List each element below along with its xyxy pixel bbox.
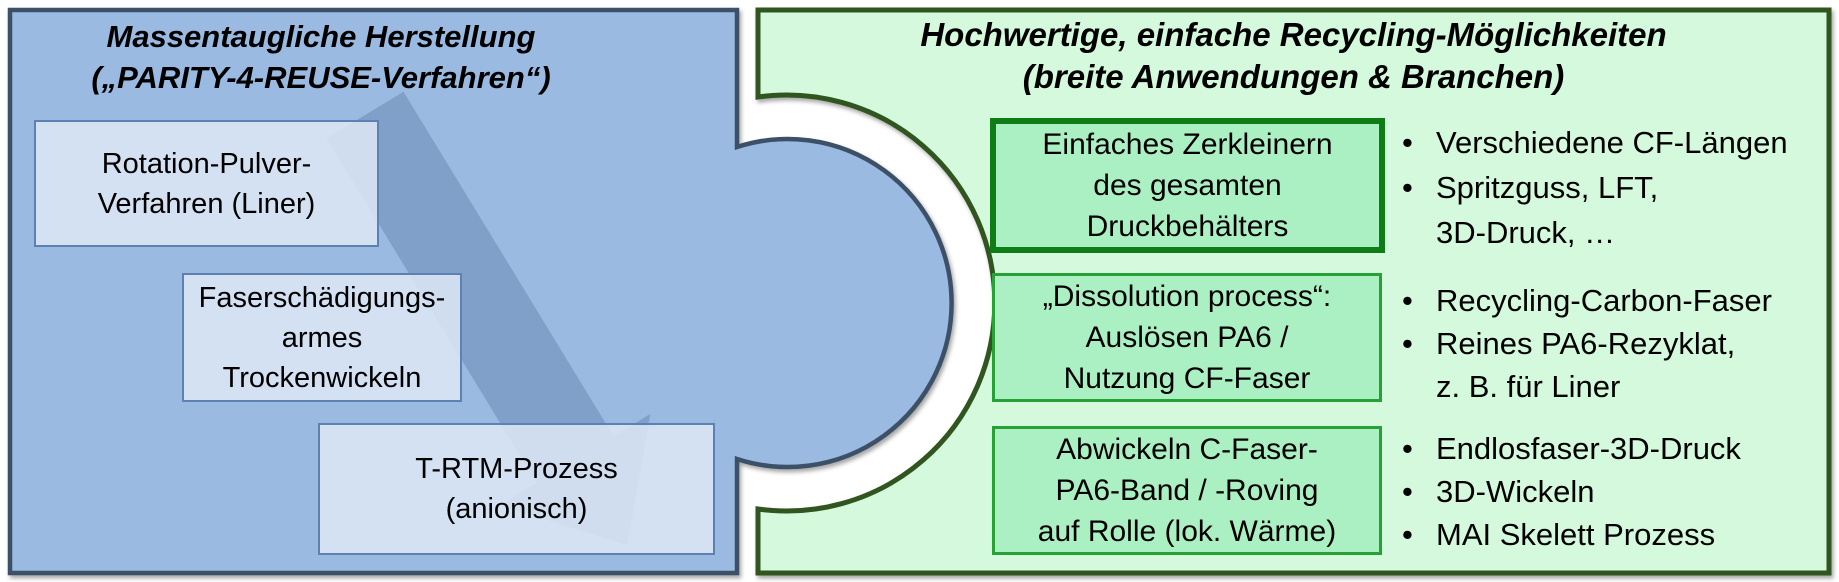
recycling-box-dissolution: „Dissolution process“: Auslösen PA6 / Nu… xyxy=(992,273,1382,402)
process-box-rotation-pulver: Rotation-Pulver- Verfahren (Liner) xyxy=(34,120,379,247)
bullet-line: • Reines PA6-Rezyklat, xyxy=(1402,322,1772,365)
process-box-line: Trockenwickeln xyxy=(222,361,422,394)
process-box-line: Verfahren (Liner) xyxy=(97,187,316,220)
process-box-line: T-RTM-Prozess xyxy=(415,453,618,485)
bullet-text: 3D-Druck, … xyxy=(1436,215,1616,250)
left-title-line1: Massentaugliche Herstellung xyxy=(106,19,536,54)
bullet-line: z. B. für Liner xyxy=(1402,365,1772,408)
bullet-text: Endlosfaser-3D-Druck xyxy=(1436,431,1741,466)
process-box-line: (anionisch) xyxy=(445,493,588,525)
recycling-box-line: des gesamten xyxy=(1093,169,1282,202)
recycling-box-line: Nutzung CF-Faser xyxy=(1063,362,1311,395)
bullet-text: Recycling-Carbon-Faser xyxy=(1436,283,1772,318)
bullet-line: • Spritzguss, LFT, xyxy=(1402,165,1788,210)
bullet-marker: • xyxy=(1402,517,1413,552)
bullet-line: • Verschiedene CF-Längen xyxy=(1402,120,1788,165)
bullet-list-abwickeln: • Endlosfaser-3D-Druck • 3D-Wickeln • MA… xyxy=(1402,427,1741,556)
bullet-text: 3D-Wickeln xyxy=(1436,474,1595,509)
bullet-text: z. B. für Liner xyxy=(1436,369,1621,404)
process-box-t-rtm: T-RTM-Prozess (anionisch) xyxy=(318,423,715,555)
bullet-list-dissolution: • Recycling-Carbon-Faser • Reines PA6-Re… xyxy=(1402,279,1772,408)
bullet-marker: • xyxy=(1402,431,1413,466)
bullet-marker xyxy=(1402,210,1436,255)
process-box-line: Rotation-Pulver- xyxy=(101,147,312,180)
recycling-box-line: Abwickeln C-Faser- xyxy=(1056,433,1318,466)
recycling-box-line: Auslösen PA6 / xyxy=(1085,321,1289,354)
recycling-box-line: „Dissolution process“: xyxy=(1042,280,1332,313)
bullet-text: MAI Skelett Prozess xyxy=(1436,517,1716,552)
process-box-line: Faserschädigungs- xyxy=(198,281,446,314)
recycling-box-line: Einfaches Zerkleinern xyxy=(1042,128,1333,161)
recycling-box-zerkleinern: Einfaches Zerkleinern des gesamten Druck… xyxy=(990,118,1385,253)
right-panel-title: Hochwertige, einfache Recycling-Möglichk… xyxy=(758,14,1829,98)
bullet-line: • Endlosfaser-3D-Druck xyxy=(1402,427,1741,470)
recycling-box-line: auf Rolle (lok. Wärme) xyxy=(1037,515,1337,548)
bullet-line: • MAI Skelett Prozess xyxy=(1402,513,1741,556)
bullet-line: 3D-Druck, … xyxy=(1402,210,1788,255)
bullet-text: Verschiedene CF-Längen xyxy=(1436,125,1788,160)
bullet-text: Spritzguss, LFT, xyxy=(1436,170,1659,205)
bullet-line: • Recycling-Carbon-Faser xyxy=(1402,279,1772,322)
recycling-box-abwickeln: Abwickeln C-Faser- PA6-Band / -Roving au… xyxy=(992,426,1382,555)
bullet-marker: • xyxy=(1402,474,1413,509)
bullet-list-zerkleinern: • Verschiedene CF-Längen • Spritzguss, L… xyxy=(1402,120,1788,255)
bullet-marker: • xyxy=(1402,283,1413,318)
left-title-line2: („PARITY-4-REUSE-Verfahren“) xyxy=(91,60,551,95)
bullet-marker: • xyxy=(1402,125,1413,160)
bullet-line: • 3D-Wickeln xyxy=(1402,470,1741,513)
bullet-marker xyxy=(1402,365,1436,408)
right-title-line2: (breite Anwendungen & Branchen) xyxy=(1022,58,1565,95)
left-panel-title: Massentaugliche Herstellung („PARITY-4-R… xyxy=(10,16,632,98)
bullet-marker: • xyxy=(1402,326,1413,361)
right-title-line1: Hochwertige, einfache Recycling-Möglichk… xyxy=(920,16,1667,53)
process-box-trockenwickeln: Faserschädigungs- armes Trockenwickeln xyxy=(182,273,462,402)
recycling-box-line: Druckbehälters xyxy=(1086,210,1289,243)
bullet-marker: • xyxy=(1402,170,1413,205)
bullet-text: Reines PA6-Rezyklat, xyxy=(1436,326,1736,361)
recycling-box-line: PA6-Band / -Roving xyxy=(1055,474,1319,507)
process-box-line: armes xyxy=(281,321,363,354)
